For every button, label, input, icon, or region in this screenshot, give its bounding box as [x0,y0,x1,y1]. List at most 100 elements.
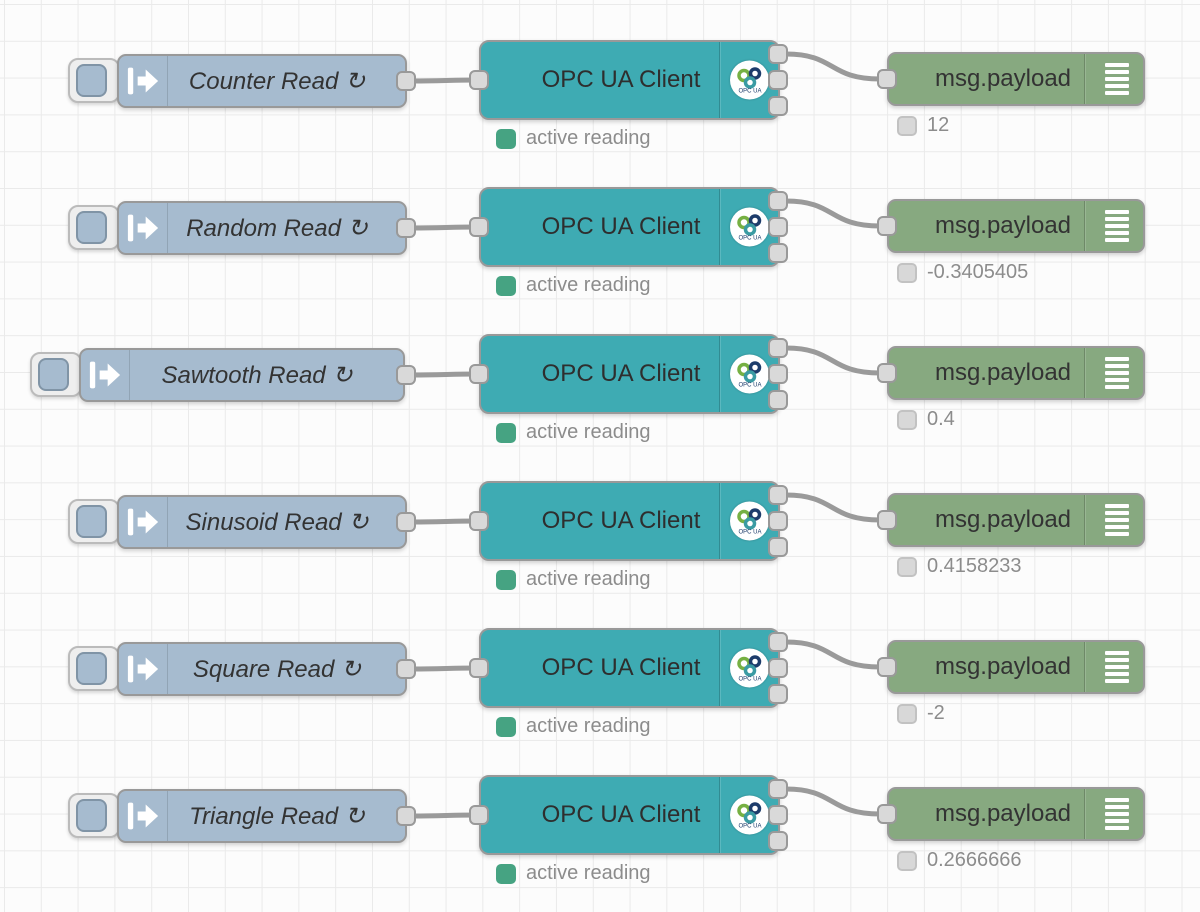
inject-trigger-button-inner[interactable] [76,505,107,538]
client-output-port-1[interactable] [768,485,788,505]
opcua-client-node[interactable]: OPC UA Client OPC UA [479,40,780,120]
debug-node[interactable]: msg.payload [887,640,1145,694]
debug-input-port[interactable] [877,216,897,236]
client-output-port-2[interactable] [768,217,788,237]
inject-output-port[interactable] [396,659,416,679]
debug-node-label: msg.payload [934,506,1072,533]
debug-icon-separator [1084,495,1086,545]
debug-node[interactable]: msg.payload [887,787,1145,841]
client-output-port-2[interactable] [768,511,788,531]
debug-status: -0.3405405 [897,261,1028,284]
client-output-port-3[interactable] [768,684,788,704]
wire-client-to-debug[interactable] [783,198,883,229]
flow-row: Square Read ↻ OPC UA Client OPC UA msg.p… [0,588,1200,737]
wire-client-to-debug[interactable] [783,639,883,670]
client-output-port-2[interactable] [768,364,788,384]
debug-node-label: msg.payload [934,800,1072,827]
flow-row: Counter Read ↻ OPC UA Client OPC UA msg.… [0,0,1200,149]
client-output-port-2[interactable] [768,805,788,825]
inject-output-port[interactable] [396,218,416,238]
client-output-port-3[interactable] [768,390,788,410]
debug-node[interactable]: msg.payload [887,52,1145,106]
debug-node[interactable]: msg.payload [887,493,1145,547]
client-output-port-3[interactable] [768,831,788,851]
inject-icon-zone [119,644,168,694]
client-status: active reading [496,862,651,885]
inject-trigger-button-inner[interactable] [38,358,69,391]
inject-node[interactable]: Triangle Read ↻ [117,789,407,843]
inject-trigger-button-inner[interactable] [76,799,107,832]
client-status: active reading [496,421,651,444]
status-dot-grey [897,409,917,430]
inject-trigger-button-inner[interactable] [76,64,107,97]
client-output-port-3[interactable] [768,243,788,263]
opcua-client-node[interactable]: OPC UA Client OPC UA [479,334,780,414]
wire-client-to-debug[interactable] [783,51,883,82]
debug-input-port[interactable] [877,510,897,530]
client-output-port-2[interactable] [768,70,788,90]
client-output-port-2[interactable] [768,658,788,678]
client-output-port-1[interactable] [768,191,788,211]
debug-node[interactable]: msg.payload [887,199,1145,253]
opcua-client-label: OPC UA Client [541,654,701,681]
client-status-text: active reading [526,274,651,296]
wire-client-to-debug[interactable] [783,345,883,376]
inject-node-label: Counter Read ↻ [188,67,366,95]
inject-arrow-icon [127,802,159,830]
status-dot-green [496,128,516,149]
opcua-client-node[interactable]: OPC UA Client OPC UA [479,775,780,855]
inject-arrow-icon [89,361,121,389]
client-status-text: active reading [526,568,651,590]
debug-input-port[interactable] [877,363,897,383]
opcua-client-node[interactable]: OPC UA Client OPC UA [479,481,780,561]
opcua-logo-icon: OPC UA [730,648,769,688]
wire-client-to-debug[interactable] [783,786,883,817]
client-status-text: active reading [526,127,651,149]
inject-output-port[interactable] [396,71,416,91]
inject-node[interactable]: Sinusoid Read ↻ [117,495,407,549]
inject-node[interactable]: Square Read ↻ [117,642,407,696]
client-output-port-3[interactable] [768,96,788,116]
status-dot-green [496,716,516,737]
inject-node-label: Sawtooth Read ↻ [161,361,353,389]
inject-output-port[interactable] [396,365,416,385]
client-status-text: active reading [526,862,651,884]
inject-node[interactable]: Counter Read ↻ [117,54,407,108]
inject-output-port[interactable] [396,806,416,826]
client-output-port-1[interactable] [768,779,788,799]
client-input-port[interactable] [469,511,489,531]
status-dot-green [496,275,516,296]
debug-input-port[interactable] [877,69,897,89]
debug-input-port[interactable] [877,657,897,677]
debug-status: 0.2666666 [897,849,1022,872]
opcua-client-node[interactable]: OPC UA Client OPC UA [479,187,780,267]
client-output-port-3[interactable] [768,537,788,557]
opcua-logo-icon: OPC UA [730,207,769,247]
client-input-port[interactable] [469,364,489,384]
wire-client-to-debug[interactable] [783,492,883,523]
client-output-port-1[interactable] [768,632,788,652]
inject-node[interactable]: Sawtooth Read ↻ [79,348,405,402]
inject-trigger-button-inner[interactable] [76,211,107,244]
client-input-port[interactable] [469,658,489,678]
debug-status-value: -2 [927,702,945,724]
client-output-port-1[interactable] [768,338,788,358]
status-dot-grey [897,850,917,871]
flow-row: Triangle Read ↻ OPC UA Client OPC UA msg… [0,735,1200,885]
client-input-port[interactable] [469,805,489,825]
opcua-client-node[interactable]: OPC UA Client OPC UA [479,628,780,708]
debug-node[interactable]: msg.payload [887,346,1145,400]
debug-icon-separator [1084,642,1086,692]
client-input-port[interactable] [469,217,489,237]
inject-output-port[interactable] [396,512,416,532]
svg-text:OPC UA: OPC UA [738,676,761,682]
client-input-port[interactable] [469,70,489,90]
debug-input-port[interactable] [877,804,897,824]
inject-node[interactable]: Random Read ↻ [117,201,407,255]
inject-trigger-button-inner[interactable] [76,652,107,685]
status-dot-green [496,569,516,590]
status-dot-grey [897,262,917,283]
client-status: active reading [496,568,651,591]
client-output-port-1[interactable] [768,44,788,64]
